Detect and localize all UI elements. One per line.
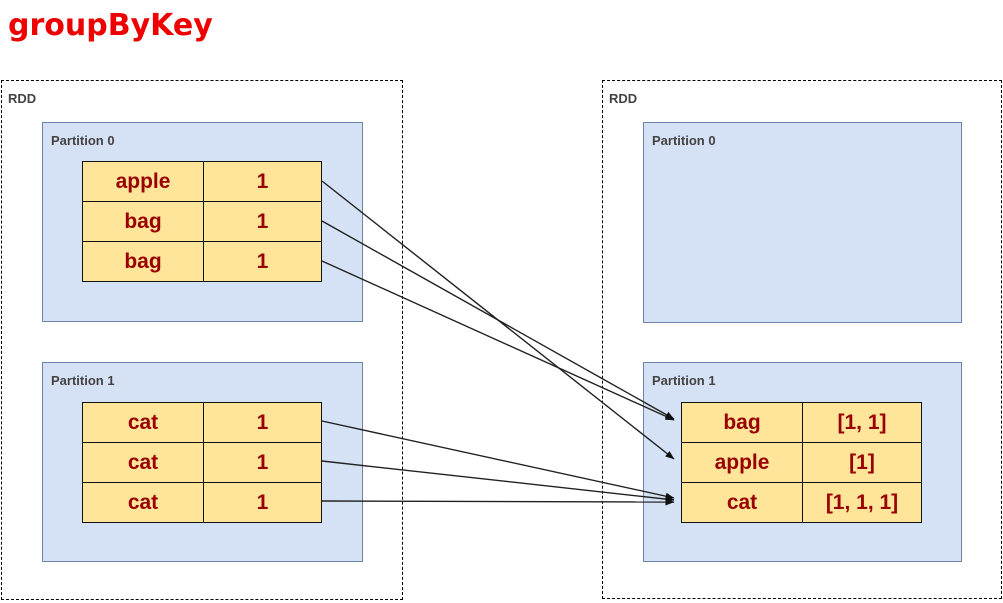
left-partition-0: Partition 0 apple 1 bag 1 bag 1 — [42, 122, 363, 322]
key-cell: cat — [83, 403, 204, 442]
table-row: cat 1 — [83, 482, 321, 522]
right-partition-0-label: Partition 0 — [652, 133, 716, 148]
key-cell: bag — [83, 242, 204, 281]
key-cell: bag — [682, 403, 803, 442]
left-partition-1-table: cat 1 cat 1 cat 1 — [82, 402, 322, 523]
table-row: apple 1 — [83, 162, 321, 201]
page-title: groupByKey — [8, 8, 213, 43]
table-row: cat [1, 1, 1] — [682, 482, 921, 522]
value-cell: [1, 1] — [837, 410, 887, 434]
left-partition-0-label: Partition 0 — [51, 133, 115, 148]
right-partition-1-table: bag [1, 1] apple [1] cat [1, 1, 1] — [681, 402, 922, 523]
table-row: apple [1] — [682, 442, 921, 482]
table-row: cat 1 — [83, 403, 321, 442]
key-cell: cat — [83, 443, 204, 482]
value-cell: 1 — [256, 249, 269, 273]
value-cell: 1 — [256, 169, 269, 193]
value-cell: [1] — [849, 450, 875, 474]
right-partition-1: Partition 1 bag [1, 1] apple [1] cat [1,… — [643, 362, 962, 562]
value-cell: 1 — [256, 209, 269, 233]
rdd-label-left: RDD — [8, 91, 37, 106]
left-partition-0-table: apple 1 bag 1 bag 1 — [82, 161, 322, 282]
rdd-box-left: RDD Partition 0 apple 1 bag 1 bag 1 Part… — [1, 80, 403, 600]
right-partition-1-label: Partition 1 — [652, 373, 716, 388]
key-cell: cat — [83, 483, 204, 522]
value-cell: 1 — [256, 410, 269, 434]
right-partition-0: Partition 0 — [643, 122, 962, 323]
key-cell: bag — [83, 202, 204, 241]
rdd-label-right: RDD — [609, 91, 638, 106]
table-row: cat 1 — [83, 442, 321, 482]
key-cell: apple — [83, 162, 204, 201]
rdd-box-right: RDD Partition 0 Partition 1 bag [1, 1] a… — [602, 80, 1002, 599]
key-cell: cat — [682, 483, 803, 522]
value-cell: 1 — [256, 450, 269, 474]
key-cell: apple — [682, 443, 803, 482]
left-partition-1-label: Partition 1 — [51, 373, 115, 388]
value-cell: [1, 1, 1] — [825, 490, 899, 514]
left-partition-1: Partition 1 cat 1 cat 1 cat 1 — [42, 362, 363, 562]
table-row: bag 1 — [83, 201, 321, 241]
value-cell: 1 — [256, 490, 269, 514]
table-row: bag 1 — [83, 241, 321, 281]
table-row: bag [1, 1] — [682, 403, 921, 442]
